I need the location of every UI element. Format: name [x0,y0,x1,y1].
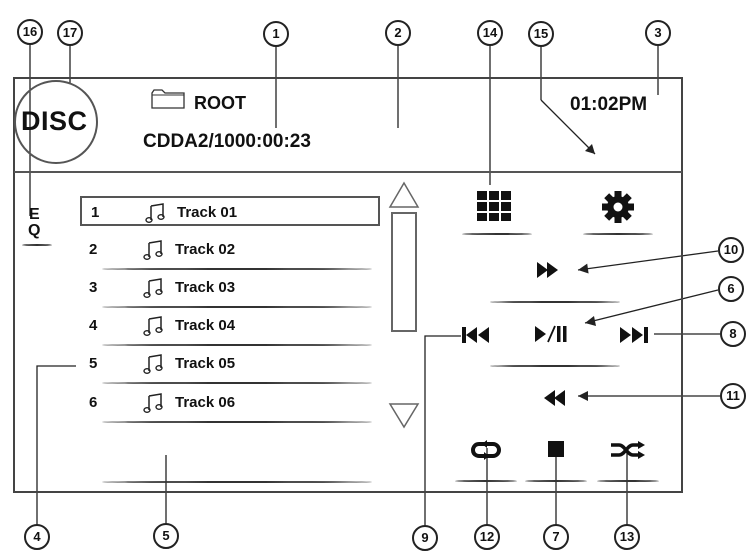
callout-16: 16 [17,19,43,45]
music-note-icon [143,393,163,413]
grid-menu-underline [462,233,532,235]
list-item[interactable]: 2 Track 02 [80,235,380,265]
play-pause-icon [535,325,567,343]
shuffle-button[interactable] [597,438,659,484]
callout-15: 15 [528,21,554,47]
disc-source-button[interactable] [14,80,98,164]
repeat-button[interactable] [455,438,517,484]
next-track-button[interactable] [618,325,652,345]
fast-forward-underline [490,301,620,303]
settings-gear-icon [602,191,634,223]
callout-9: 9 [412,525,438,551]
callout-10: 10 [718,237,744,263]
music-note-icon [143,240,163,260]
list-item[interactable]: 1 Track 01 [80,196,380,226]
track-number: 4 [89,317,98,334]
track-title: Track 06 [175,394,236,411]
scrollbar-thumb[interactable] [391,212,417,332]
settings-button[interactable] [583,188,653,238]
stop-underline [525,480,587,482]
callout-8: 8 [720,321,746,347]
clock: 01:02PM [570,94,648,115]
arrowhead-10 [578,263,589,274]
row-divider [102,306,372,308]
track-title: Track 04 [175,317,236,334]
eq-underline [22,244,52,246]
callout-11: 11 [720,383,746,409]
arrowhead-6 [585,316,596,326]
row-divider [102,344,372,346]
list-item[interactable]: 6 Track 06 [80,388,380,418]
row-divider [102,268,372,270]
grid-menu-icon [477,191,511,221]
callout-4: 4 [24,524,50,550]
music-note-icon [143,316,163,336]
arrowhead-11 [578,391,588,401]
header-divider [14,171,682,173]
disc-label: DISC [21,106,88,136]
screen-frame [13,77,683,493]
eq-button[interactable]: E Q [22,206,52,250]
leader-10 [577,250,719,271]
callout-1: 1 [263,21,289,47]
callout-13: 13 [614,524,640,550]
list-item[interactable]: 4 Track 04 [80,311,380,341]
track-number: 5 [89,355,98,372]
track-number: 2 [89,241,98,258]
callout-7: 7 [543,524,569,550]
folder-name: ROOT [194,93,246,113]
stop-icon [548,441,564,457]
arrowhead-15 [585,144,595,154]
track-title: Track 05 [175,355,236,372]
track-info: CDDA2/1000:00:23 [143,131,311,152]
track-number: 1 [91,204,100,221]
eq-label-bottom: Q [28,222,41,239]
leader-15b [540,99,596,155]
row-divider [102,421,372,423]
row-divider [102,382,372,384]
play-pause-underline [490,365,620,367]
stop-button[interactable] [525,438,587,484]
fast-forward-icon [537,262,558,278]
callout-5: 5 [153,523,179,549]
leader-9 [424,335,461,527]
callout-17: 17 [57,20,83,46]
list-item[interactable]: 5 Track 05 [80,349,380,379]
shuffle-icon [611,441,645,459]
callout-14: 14 [477,20,503,46]
track-number: 6 [89,394,98,411]
track-title: Track 01 [177,204,238,221]
previous-track-button[interactable] [460,325,494,345]
music-note-icon [143,278,163,298]
folder-icon [151,89,185,109]
next-track-icon [620,327,648,343]
previous-track-icon [462,327,489,343]
repeat-icon [471,440,501,460]
repeat-underline [455,480,517,482]
row-divider [102,481,372,483]
music-note-icon [143,354,163,374]
callout-12: 12 [474,524,500,550]
list-item[interactable]: 3 Track 03 [80,273,380,303]
shuffle-underline [597,480,659,482]
track-number: 3 [89,279,98,296]
track-title: Track 02 [175,241,236,258]
grid-menu-button[interactable] [462,188,532,238]
callout-6: 6 [718,276,744,302]
scroll-up-icon[interactable] [388,181,420,211]
music-note-icon [145,203,165,223]
scroll-down-icon[interactable] [388,400,420,430]
leader-4 [36,365,76,526]
track-title: Track 03 [175,279,236,296]
fast-forward-button[interactable] [490,258,620,304]
eq-label-top: E [29,206,40,223]
play-pause-button[interactable] [490,323,620,369]
leader-6 [584,289,719,324]
rewind-button[interactable] [530,388,580,408]
settings-underline [583,233,653,235]
rewind-icon [544,390,565,406]
callout-2: 2 [385,20,411,46]
callout-3: 3 [645,20,671,46]
